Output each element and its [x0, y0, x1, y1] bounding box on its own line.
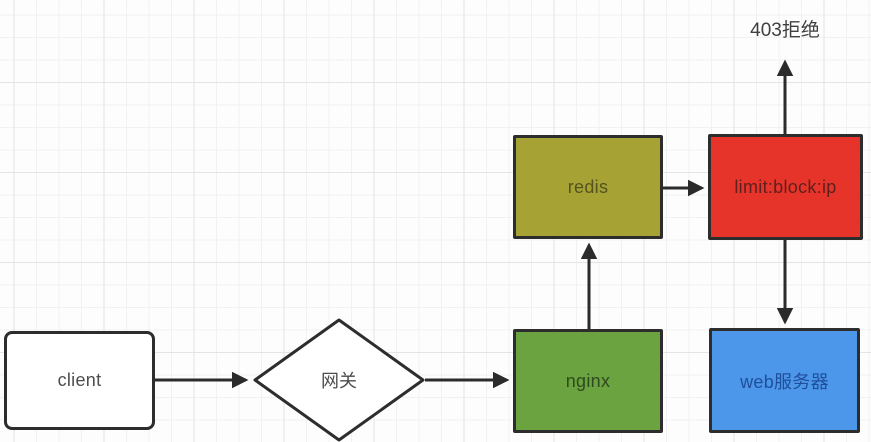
node-limit-block-ip-label: limit:block:ip [734, 176, 837, 197]
node-client[interactable]: client [4, 331, 155, 430]
label-403-reject: 403拒绝 [750, 20, 820, 41]
node-limit-block-ip[interactable]: limit:block:ip [708, 134, 863, 240]
node-web-server-label: web服务器 [740, 371, 829, 392]
node-redis-label: redis [567, 176, 609, 197]
gateway-diamond-shape [253, 318, 425, 442]
node-nginx-label: nginx [565, 370, 611, 391]
node-redis[interactable]: redis [513, 135, 663, 239]
node-gateway[interactable]: 网关 [253, 318, 425, 442]
node-gateway-label: 网关 [321, 371, 357, 391]
node-client-label: client [57, 370, 102, 390]
node-web-server[interactable]: web服务器 [709, 328, 860, 433]
node-nginx[interactable]: nginx [513, 329, 663, 433]
